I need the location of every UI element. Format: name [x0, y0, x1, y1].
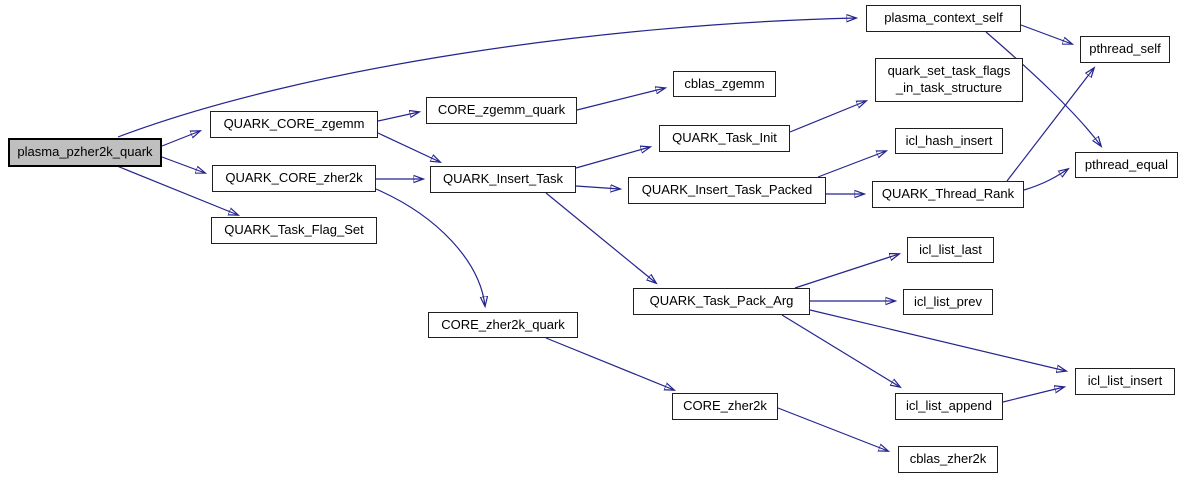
node-icl_list_last[interactable]: icl_list_last: [907, 237, 994, 263]
node-quark_set_task_flags_in_task_structure[interactable]: quark_set_task_flags _in_task_structure: [875, 58, 1023, 102]
edge-CORE_zher2k-to-cblas_zher2k: [777, 407, 888, 451]
node-pthread_self[interactable]: pthread_self: [1080, 36, 1170, 63]
edge-plasma_pzher2k_quark-to-QUARK_Task_Flag_Set: [116, 165, 238, 215]
node-icl_hash_insert[interactable]: icl_hash_insert: [895, 128, 1003, 154]
node-icl_list_append[interactable]: icl_list_append: [895, 393, 1003, 420]
edge-plasma_pzher2k_quark-to-QUARK_CORE_zgemm: [161, 131, 200, 147]
edge-QUARK_Task_Init-to-quark_set_task_flags_in_task_structure: [789, 101, 866, 133]
node-QUARK_Insert_Task_Packed[interactable]: QUARK_Insert_Task_Packed: [628, 177, 826, 204]
node-QUARK_CORE_zgemm[interactable]: QUARK_CORE_zgemm: [210, 111, 378, 138]
node-cblas_zgemm[interactable]: cblas_zgemm: [673, 71, 776, 97]
node-plasma_context_self[interactable]: plasma_context_self: [866, 5, 1021, 32]
edge-QUARK_Task_Pack_Arg-to-icl_list_last: [794, 254, 899, 289]
edge-QUARK_Task_Pack_Arg-to-icl_list_append: [781, 314, 900, 387]
edge-QUARK_CORE_zgemm-to-QUARK_Insert_Task: [377, 132, 440, 162]
node-CORE_zher2k[interactable]: CORE_zher2k: [672, 393, 778, 420]
edge-plasma_pzher2k_quark-to-QUARK_CORE_zher2k: [161, 156, 205, 173]
node-CORE_zher2k_quark[interactable]: CORE_zher2k_quark: [428, 312, 578, 338]
edge-plasma_pzher2k_quark-to-plasma_context_self: [117, 18, 856, 138]
node-QUARK_CORE_zher2k[interactable]: QUARK_CORE_zher2k: [212, 165, 376, 192]
node-cblas_zher2k[interactable]: cblas_zher2k: [898, 446, 998, 473]
node-icl_list_prev[interactable]: icl_list_prev: [903, 289, 993, 315]
edge-QUARK_Thread_Rank-to-pthread_self: [1006, 68, 1094, 182]
edge-plasma_context_self-to-pthread_equal: [985, 31, 1101, 146]
edge-plasma_context_self-to-pthread_self: [1020, 24, 1072, 44]
node-QUARK_Insert_Task[interactable]: QUARK_Insert_Task: [430, 166, 576, 193]
edge-icl_list_append-to-icl_list_insert: [1002, 387, 1064, 403]
edge-QUARK_Insert_Task-to-QUARK_Insert_Task_Packed: [575, 186, 620, 189]
edge-QUARK_Thread_Rank-to-pthread_equal: [1023, 169, 1068, 191]
edge-QUARK_CORE_zher2k-to-CORE_zher2k_quark: [375, 188, 485, 306]
node-QUARK_Task_Flag_Set[interactable]: QUARK_Task_Flag_Set: [211, 217, 377, 244]
node-QUARK_Task_Pack_Arg[interactable]: QUARK_Task_Pack_Arg: [633, 288, 810, 315]
node-QUARK_Task_Init[interactable]: QUARK_Task_Init: [659, 125, 790, 152]
node-pthread_equal[interactable]: pthread_equal: [1075, 152, 1178, 178]
edge-QUARK_Task_Pack_Arg-to-icl_list_insert: [809, 309, 1066, 371]
edge-CORE_zgemm_quark-to-cblas_zgemm: [576, 88, 665, 111]
edge-CORE_zher2k_quark-to-CORE_zher2k: [545, 337, 674, 390]
node-QUARK_Thread_Rank[interactable]: QUARK_Thread_Rank: [872, 181, 1024, 208]
edge-QUARK_CORE_zgemm-to-CORE_zgemm_quark: [377, 112, 419, 122]
edge-QUARK_Insert_Task-to-QUARK_Task_Init: [575, 147, 650, 169]
node-CORE_zgemm_quark[interactable]: CORE_zgemm_quark: [426, 97, 577, 124]
node-icl_list_insert[interactable]: icl_list_insert: [1075, 368, 1175, 395]
edge-QUARK_Insert_Task_Packed-to-icl_hash_insert: [817, 151, 886, 178]
node-plasma_pzher2k_quark: plasma_pzher2k_quark: [8, 138, 162, 167]
edge-QUARK_Insert_Task-to-QUARK_Task_Pack_Arg: [545, 192, 656, 283]
